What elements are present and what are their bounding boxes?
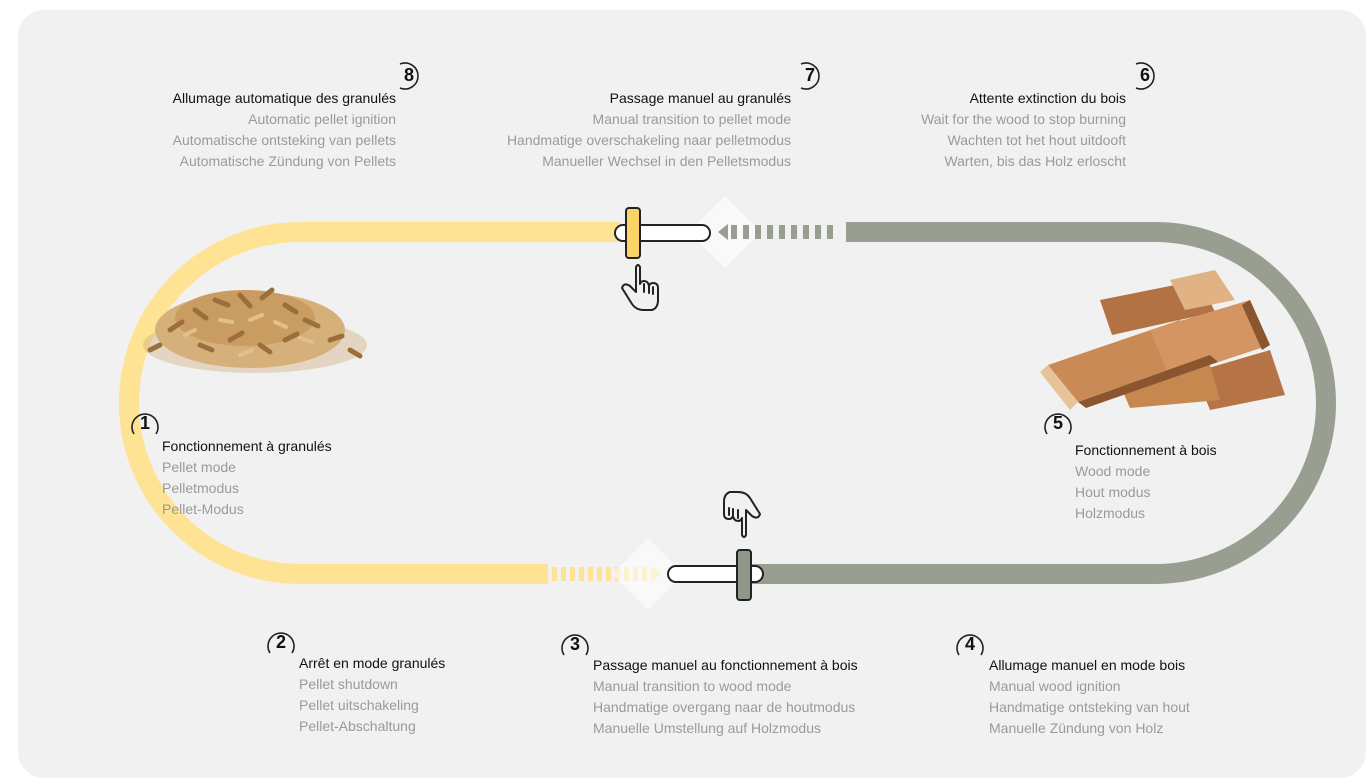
step-3-title: Passage manuel au fonctionnement à bois <box>593 657 858 673</box>
step-4-number: 4 <box>964 634 975 654</box>
step-1-text: Fonctionnement à granulés Pellet mode Pe… <box>162 436 332 520</box>
step-6-line-de: Warten, bis das Holz erloscht <box>944 153 1126 169</box>
step-5-number: 5 <box>1052 413 1063 433</box>
step-1-line-en: Pellet mode <box>162 459 236 475</box>
step-1-line-de: Pellet-Modus <box>162 501 244 517</box>
step-3-line-en: Manual transition to wood mode <box>593 678 792 694</box>
step-6-number: 6 <box>1139 65 1150 85</box>
step-4-badge: 4 <box>955 629 985 659</box>
step-2-text: Arrêt en mode granulés Pellet shutdown P… <box>299 653 445 737</box>
step-4-line-de: Manuelle Zündung von Holz <box>989 720 1164 736</box>
step-7-line-en: Manual transition to pellet mode <box>592 111 791 127</box>
step-4-title: Allumage manuel en mode bois <box>989 657 1186 673</box>
step-4-text: Allumage manuel en mode bois Manual wood… <box>989 655 1190 739</box>
step-8-line-nl: Automatische ontsteking van pellets <box>172 132 396 148</box>
step-6-text: Attente extinction du bois Wait for the … <box>921 88 1126 172</box>
step-5-line-nl: Hout modus <box>1075 484 1151 500</box>
step-1-badge: 1 <box>130 408 160 438</box>
step-6-badge: 6 <box>1130 60 1160 90</box>
step-8-line-en: Automatic pellet ignition <box>248 111 396 127</box>
wood-dashed-arrow <box>718 224 833 240</box>
step-5-line-en: Wood mode <box>1075 463 1151 479</box>
step-8-badge: 8 <box>394 60 424 90</box>
step-1-number: 1 <box>139 413 150 433</box>
step-6-title: Attente extinction du bois <box>969 90 1126 106</box>
step-4-line-nl: Handmatige ontsteking van hout <box>989 699 1190 715</box>
step-1-title: Fonctionnement à granulés <box>162 438 332 454</box>
lever-icon-pellet[interactable] <box>614 207 711 259</box>
step-5-text: Fonctionnement à bois Wood mode Hout mod… <box>1075 440 1217 524</box>
step-3-text: Passage manuel au fonctionnement à bois … <box>593 655 858 739</box>
step-6-line-en: Wait for the wood to stop burning <box>921 111 1126 127</box>
step-4-line-en: Manual wood ignition <box>989 678 1121 694</box>
step-7-text: Passage manuel au granulés Manual transi… <box>507 88 791 172</box>
step-8-number: 8 <box>403 65 414 85</box>
pointing-hand-up-icon <box>621 264 659 311</box>
step-2-number: 2 <box>275 632 286 652</box>
step-3-badge: 3 <box>560 629 590 659</box>
step-3-number: 3 <box>569 634 580 654</box>
step-3-line-de: Manuelle Umstellung auf Holzmodus <box>593 720 821 736</box>
step-7-line-de: Manueller Wechsel in den Pelletsmodus <box>542 153 791 169</box>
step-2-badge: 2 <box>266 627 296 657</box>
step-6-line-nl: Wachten tot het hout uitdooft <box>947 132 1127 148</box>
step-2-title: Arrêt en mode granulés <box>299 655 446 671</box>
step-7-title: Passage manuel au granulés <box>609 90 791 106</box>
step-8-text: Allumage automatique des granulés Automa… <box>173 88 396 172</box>
diamond-shape-bottom <box>612 538 684 610</box>
wood-track <box>748 222 1336 584</box>
step-7-badge: 7 <box>795 60 825 90</box>
step-3-line-nl: Handmatige overgang naar de houtmodus <box>593 699 856 715</box>
step-7-line-nl: Handmatige overschakeling naar pelletmod… <box>506 132 791 148</box>
step-5-badge: 5 <box>1043 408 1073 438</box>
step-2-line-nl: Pellet uitschakeling <box>299 697 419 713</box>
step-1-line-nl: Pelletmodus <box>162 480 240 496</box>
step-8-title: Allumage automatique des granulés <box>172 90 396 106</box>
step-2-line-de: Pellet-Abschaltung <box>299 718 416 734</box>
pellet-track <box>119 222 620 584</box>
lever-icon-wood[interactable] <box>667 549 764 601</box>
step-8-line-de: Automatische Zündung von Pellets <box>179 153 396 169</box>
firewood-pile-image <box>1040 270 1285 410</box>
step-5-line-de: Holzmodus <box>1075 505 1146 521</box>
pellet-pile-image <box>143 287 367 373</box>
step-5-title: Fonctionnement à bois <box>1075 442 1217 458</box>
step-2-line-en: Pellet shutdown <box>299 676 398 692</box>
pointing-hand-down-icon <box>723 491 761 538</box>
step-7-number: 7 <box>804 65 815 85</box>
